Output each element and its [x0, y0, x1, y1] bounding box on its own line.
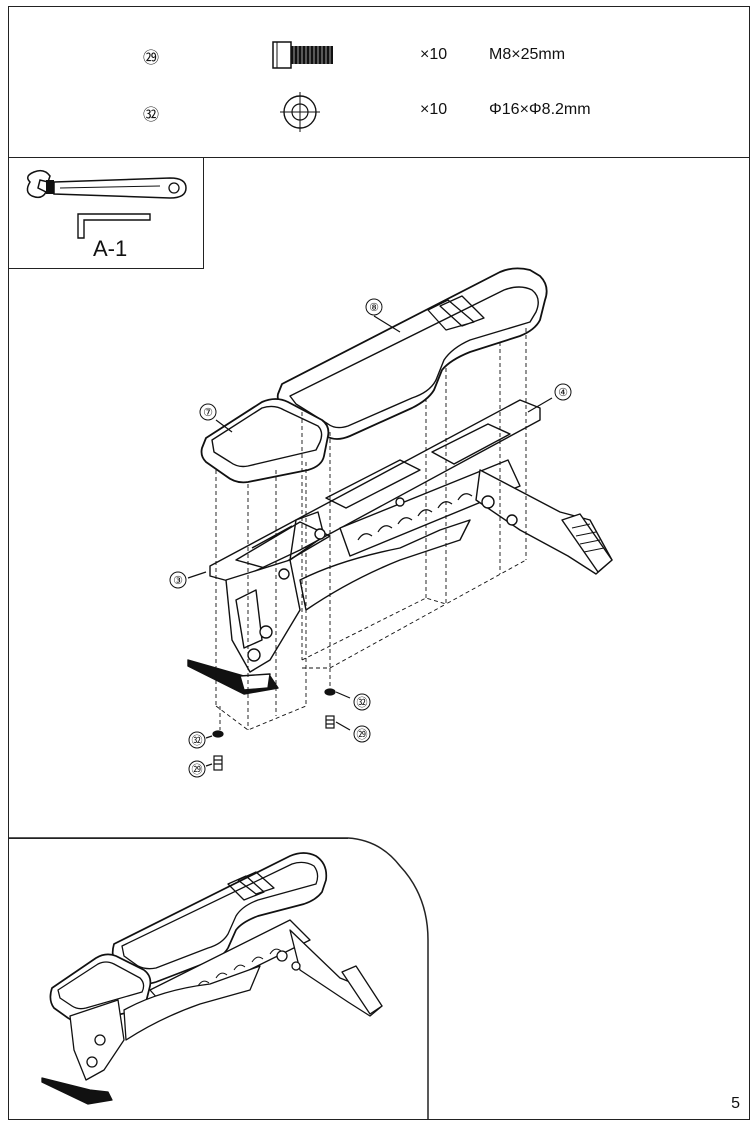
hardware-row-washer: ㉜ ×10 Φ16×Φ8.2mm	[8, 85, 750, 139]
bolt-icon	[272, 41, 333, 69]
callout-bolt-left: ㉙	[192, 763, 203, 776]
frame-rail	[209, 399, 541, 583]
seat-pad	[200, 398, 330, 484]
page-number: 5	[731, 1095, 740, 1112]
callout-bolt-right: ㉙	[357, 728, 368, 741]
adjustable-wrench-icon	[26, 169, 187, 199]
spec: Φ16×Φ8.2mm	[489, 101, 591, 118]
callout-rear-frame: ④	[558, 387, 568, 399]
inset-panel-border	[8, 837, 429, 1120]
spec: M8×25mm	[489, 46, 566, 63]
tools-box: A-1	[8, 158, 204, 269]
callout-washer-right: ㉜	[357, 696, 368, 709]
callout-front-frame: ③	[173, 575, 183, 587]
hardware-row-bolt: ㉙ ×10 M8×25mm	[8, 30, 750, 84]
quantity: ×10	[420, 101, 448, 118]
page-frame	[8, 6, 750, 1120]
quantity: ×10	[420, 46, 448, 63]
part-number: ㉙	[143, 50, 160, 67]
callout-seat-pad: ⑦	[203, 407, 213, 419]
header-divider	[8, 157, 750, 158]
washer-icon	[280, 92, 320, 132]
callout-washer-left: ㉜	[192, 734, 203, 747]
part-number: ㉜	[143, 107, 160, 124]
assembled-bench-view	[41, 852, 383, 1105]
allen-key-icon	[77, 213, 151, 239]
tool-label: A-1	[93, 236, 128, 261]
callout-back-pad: ⑧	[369, 302, 379, 314]
